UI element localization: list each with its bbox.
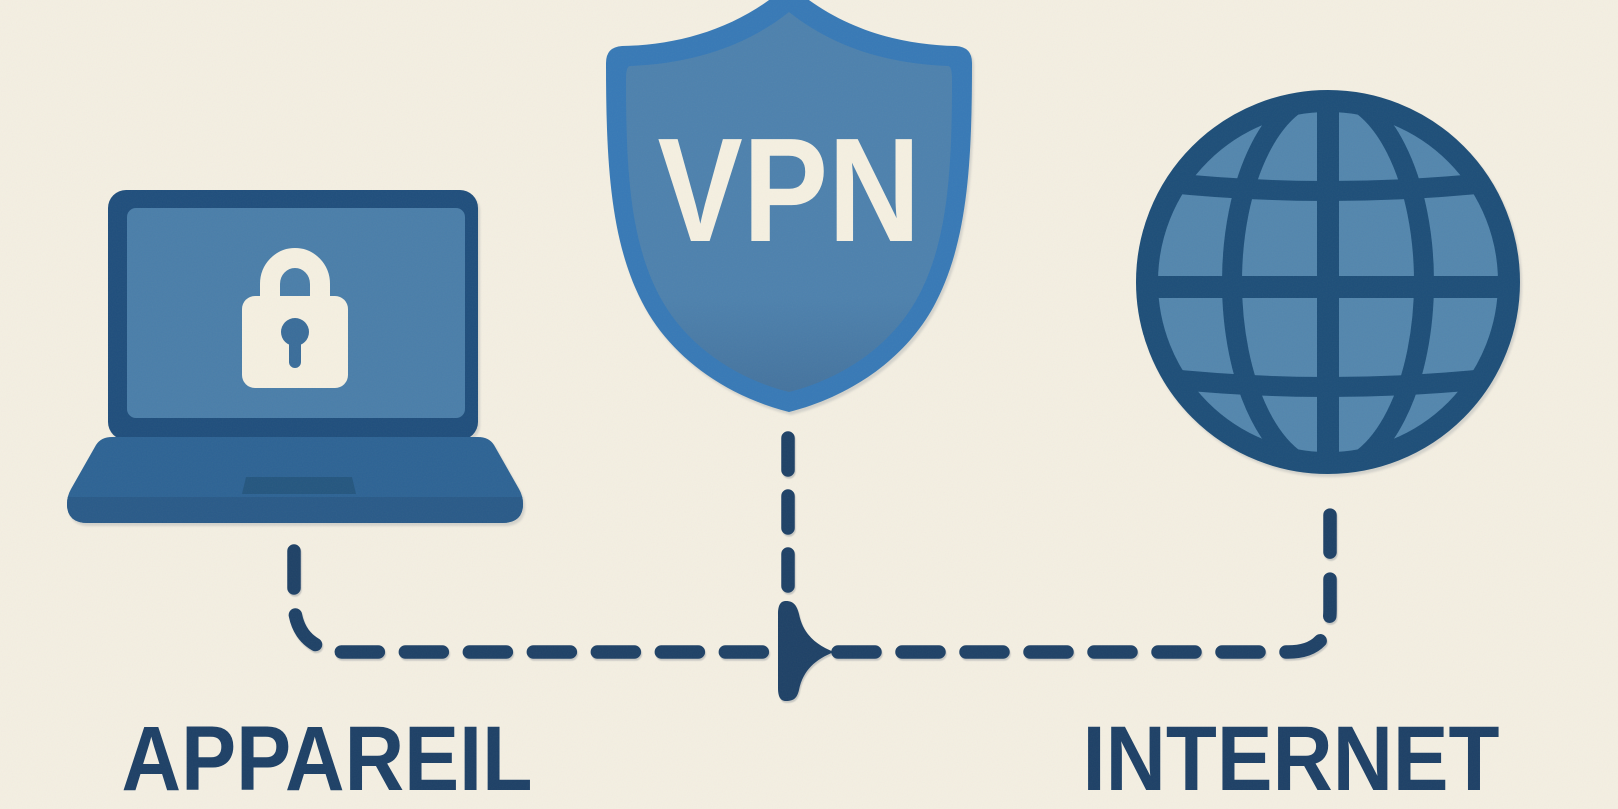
arrowhead-icon [778, 601, 834, 701]
device-label-box: APPAREIL [122, 708, 533, 805]
device-label: APPAREIL [122, 708, 533, 805]
device-to-arrow-dashes [287, 544, 785, 659]
arrow-to-internet-dashes [831, 499, 1337, 659]
internet-label-box: INTERNET [1083, 708, 1500, 805]
internet-label: INTERNET [1083, 708, 1500, 805]
